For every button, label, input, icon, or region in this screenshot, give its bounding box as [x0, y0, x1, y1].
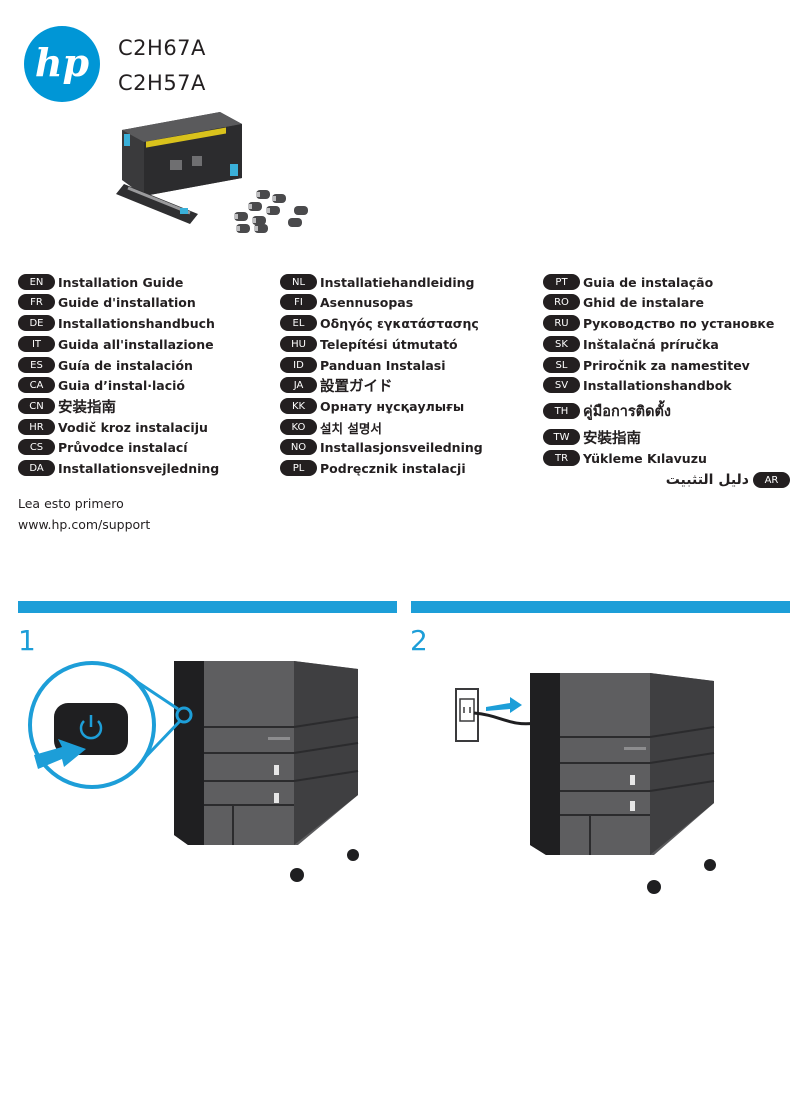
- lang-name-no: Installasjonsveiledning: [320, 439, 483, 455]
- step-1-illustration: [28, 661, 359, 882]
- lang-code-sl: SL: [543, 357, 580, 373]
- lang-name-ru: Руководство по установке: [583, 315, 775, 331]
- lang-code-hu: HU: [280, 336, 317, 352]
- lang-code-it: IT: [18, 336, 55, 352]
- lang-code-ro: RO: [543, 294, 580, 310]
- lang-code-pl: PL: [280, 460, 317, 476]
- lang-name-cn: 安装指南: [58, 399, 116, 416]
- hp-logo: hp: [24, 26, 100, 102]
- lang-name-en: Installation Guide: [58, 274, 184, 290]
- lang-code-ja: JA: [280, 377, 317, 393]
- power-icon: [79, 715, 103, 740]
- lang-name-tr: Yükleme Kılavuzu: [583, 450, 707, 466]
- press-arrow-icon: [34, 739, 86, 769]
- power-button: [54, 703, 128, 755]
- lang-code-tw: TW: [543, 429, 580, 445]
- lang-code-da: DA: [18, 460, 55, 476]
- step-2-bar: [411, 601, 790, 613]
- model-number-1: C2H67A: [118, 36, 206, 60]
- lang-code-ca: CA: [18, 377, 55, 393]
- lang-name-el: Οδηγός εγκατάστασης: [320, 315, 479, 331]
- lang-code-sk: SK: [543, 336, 580, 352]
- lang-code-fr: FR: [18, 294, 55, 310]
- lang-name-da: Installationsvejledning: [58, 460, 220, 476]
- hp-logo-text: hp: [34, 40, 90, 85]
- lang-name-id: Panduan Instalasi: [320, 357, 446, 373]
- lang-code-ar: AR: [753, 472, 790, 488]
- printer-illustration-1: [174, 661, 359, 882]
- maintenance-kit-illustration: [116, 112, 308, 233]
- printer-illustration-2: [530, 673, 716, 894]
- plug-arrow-icon: [486, 697, 522, 713]
- model-number-2: C2H57A: [118, 71, 206, 95]
- lang-name-cs: Průvodce instalací: [58, 439, 188, 455]
- step-2-illustration: [455, 673, 716, 894]
- step-1-bar: [18, 601, 397, 613]
- lang-name-pl: Podręcznik instalacji: [320, 460, 466, 476]
- lang-code-pt: PT: [543, 274, 580, 290]
- lang-code-tr: TR: [543, 450, 580, 466]
- lang-name-fr: Guide d'installation: [58, 294, 196, 310]
- lang-name-sv: Installationshandbok: [583, 377, 732, 393]
- lang-name-hu: Telepítési útmutató: [320, 336, 458, 352]
- lang-name-sl: Priročnik za namestitev: [583, 357, 750, 373]
- lang-code-no: NO: [280, 439, 317, 455]
- lang-code-id: ID: [280, 357, 317, 373]
- lang-code-el: EL: [280, 315, 317, 331]
- lang-name-nl: Installatiehandleiding: [320, 274, 475, 290]
- lang-name-th: คู่มือการติดตั้ง: [583, 403, 672, 420]
- lang-name-it: Guida all'installazione: [58, 336, 214, 352]
- lang-name-pt: Guia de instalação: [583, 274, 714, 290]
- lang-name-ko: 설치 설명서: [320, 420, 382, 436]
- support-url: www.hp.com/support: [18, 517, 151, 532]
- lang-name-kk: Орнату нұсқаулығы: [320, 398, 465, 414]
- lang-name-hr: Vodič kroz instalaciju: [58, 419, 208, 435]
- lang-code-en: EN: [18, 274, 55, 290]
- lang-code-sv: SV: [543, 377, 580, 393]
- lang-name-ar: دليل التثبيت: [665, 472, 749, 488]
- lang-code-de: DE: [18, 315, 55, 331]
- lang-code-th: TH: [543, 403, 580, 419]
- lang-name-de: Installationshandbuch: [58, 315, 215, 331]
- read-first-note: Lea esto primero: [18, 496, 124, 511]
- lang-name-sk: Inštalačná príručka: [583, 336, 719, 352]
- lang-code-cs: CS: [18, 439, 55, 455]
- lang-name-ro: Ghid de instalare: [583, 294, 704, 310]
- step-2-number: 2: [410, 624, 428, 657]
- wall-outlet-icon: [455, 688, 479, 742]
- lang-code-fi: FI: [280, 294, 317, 310]
- lang-code-ko: KO: [280, 419, 317, 435]
- lang-name-tw: 安裝指南: [583, 430, 641, 447]
- step-1-number: 1: [18, 624, 36, 657]
- lang-code-cn: CN: [18, 398, 55, 414]
- lang-code-kk: KK: [280, 398, 317, 414]
- lang-name-es: Guía de instalación: [58, 357, 193, 373]
- lang-code-es: ES: [18, 357, 55, 373]
- lang-code-hr: HR: [18, 419, 55, 435]
- lang-name-fi: Asennusopas: [320, 294, 414, 310]
- lang-name-ca: Guia d’instal·lació: [58, 377, 185, 393]
- power-cord: [473, 711, 537, 726]
- lang-code-ru: RU: [543, 315, 580, 331]
- lang-name-ja: 設置ガイド: [320, 378, 393, 395]
- lang-code-nl: NL: [280, 274, 317, 290]
